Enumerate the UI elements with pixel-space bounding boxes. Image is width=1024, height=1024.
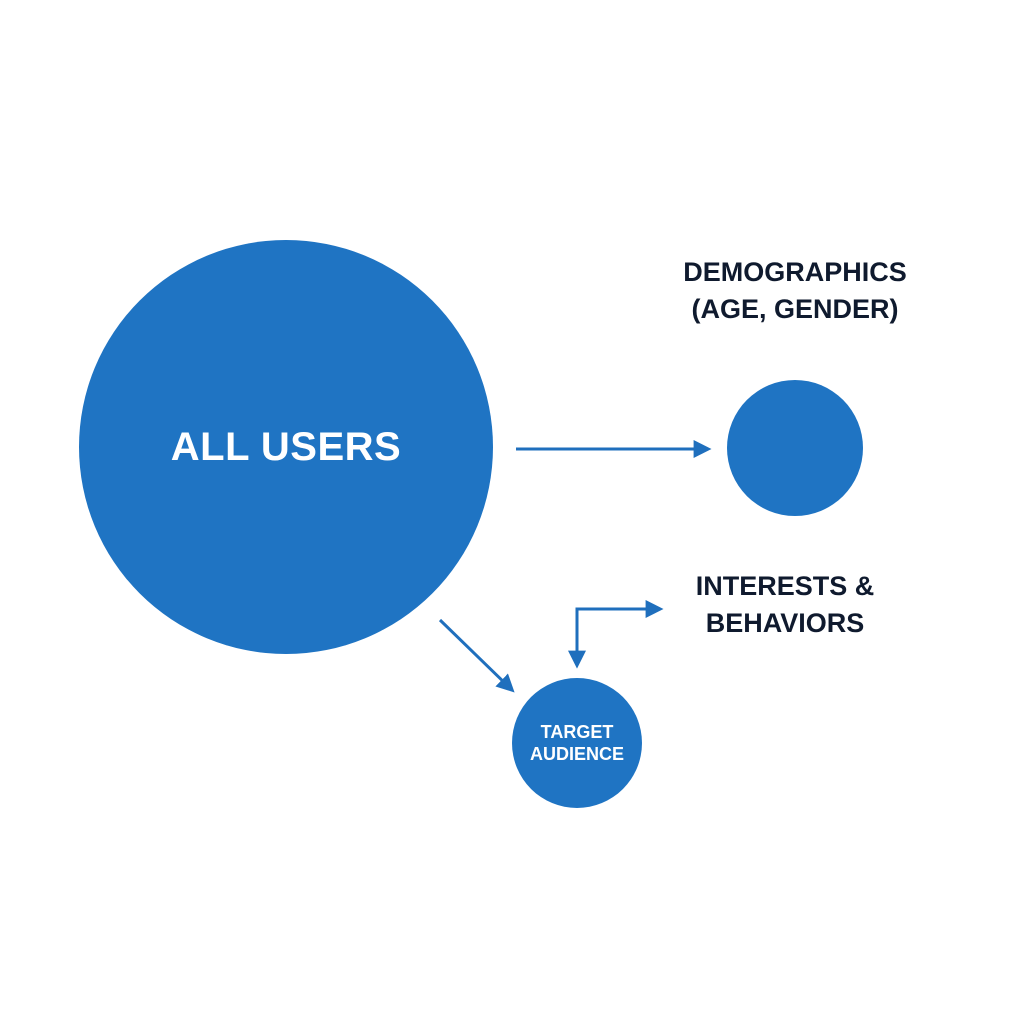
interests-label-line1: INTERESTS &	[695, 571, 875, 601]
interests-label: INTERESTS & BEHAVIORS	[660, 568, 910, 642]
all-users-label: ALL USERS	[170, 424, 402, 469]
demographics-label: DEMOGRAPHICS (AGE, GENDER)	[660, 254, 930, 328]
target-audience-label-line1: TARGET	[540, 722, 614, 742]
demographics-node	[727, 380, 863, 516]
target-audience-label-line2: AUDIENCE	[529, 744, 624, 764]
demographics-label-line2: (AGE, GENDER)	[691, 294, 899, 324]
all-users-node: ALL USERS	[79, 240, 493, 654]
arrow-all-users-to-target-audience	[438, 618, 515, 693]
target-audience-node: TARGET AUDIENCE	[512, 678, 642, 808]
demographics-label-line1: DEMOGRAPHICS	[683, 257, 907, 287]
interests-label-line2: BEHAVIORS	[705, 608, 865, 638]
target-audience-label: TARGET AUDIENCE	[530, 721, 624, 765]
arrow-interests-to-target-audience	[568, 600, 664, 669]
